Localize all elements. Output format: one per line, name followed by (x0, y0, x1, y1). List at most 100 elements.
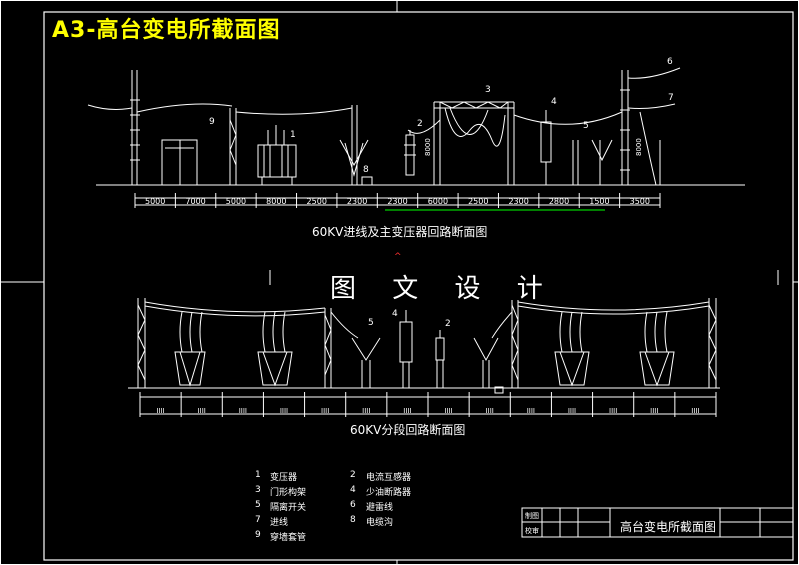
legend-label: 门形构架 (270, 488, 307, 498)
s2-disconnector-group-3 (554, 311, 590, 387)
legend-label: 少油断路器 (366, 488, 412, 498)
section2-elevation (128, 298, 720, 417)
s2-callout-4: 4 (392, 309, 398, 319)
s1-tower-left (130, 70, 140, 185)
s2-tower-mid-left (324, 308, 332, 388)
legend-label: 进线 (270, 518, 289, 528)
s1-dim-label: 2300 (508, 197, 528, 206)
s2-tower-left (137, 298, 146, 388)
s1-transformer (257, 125, 297, 186)
s1-cable-trench (361, 176, 373, 186)
s1-dim-label: 3500 (630, 197, 650, 206)
s1-callout-9: 9 (209, 117, 215, 127)
inner-frame (43, 11, 794, 561)
s2-tower-right (708, 298, 717, 388)
s2-dim-label: IIII (650, 407, 658, 415)
section1-caption: 60KV进线及主变压器回路断面图 (312, 225, 488, 239)
title-block-row2: 校审 (525, 527, 539, 535)
s2-disconnector-6 (473, 311, 513, 388)
s1-dim-label: 5000 (226, 197, 246, 206)
s1-dim-label: 2800 (549, 197, 569, 206)
s1-oil-breaker (540, 110, 552, 185)
s2-dim-label: IIII (609, 407, 617, 415)
legend-number: 4 (350, 485, 356, 495)
s1-dim-label: 2300 (347, 197, 367, 206)
drawing-title: A3-高台变电所截面图 (52, 18, 281, 43)
s1-callout-3: 3 (485, 85, 491, 95)
s2-dim-label: IIII (239, 407, 247, 415)
legend-label: 变压器 (270, 473, 298, 483)
s2-current-transformer (435, 330, 445, 388)
s2-callout-5: 5 (368, 318, 374, 328)
s1-bus-line-3 (513, 111, 623, 125)
s1-transformer-frame (229, 108, 237, 185)
legend-label: 避雷线 (366, 503, 394, 513)
s2-disconnector-group-1 (174, 311, 206, 387)
s1-bus-line-2 (235, 107, 353, 115)
s2-dim-label: IIII (362, 407, 370, 415)
s1-callout-1: 1 (290, 130, 296, 140)
legend-number: 1 (255, 470, 261, 480)
legend-label: 穿墙套管 (270, 533, 307, 543)
center-mark-symbol: ^ (394, 252, 402, 262)
s1-tower-right (620, 70, 630, 185)
s2-dim-label: IIII (486, 407, 494, 415)
s2-dim-label: IIII (198, 407, 206, 415)
section1-elevation (87, 67, 745, 211)
s2-oil-breaker (399, 310, 413, 388)
s1-callout-6: 6 (667, 57, 673, 67)
s1-gantry-frame (433, 101, 515, 185)
s1-callout-7: 7 (668, 93, 674, 103)
s1-dim-label: 2300 (387, 197, 407, 206)
legend-number: 6 (350, 500, 356, 510)
title-block (521, 507, 794, 538)
s1-callout-4: 4 (551, 97, 557, 107)
s1-callouts: 1 9 8 3 2 4 5 6 7 (209, 57, 674, 175)
s2-disconnector-group-4 (639, 311, 675, 387)
s2-dim-label: IIII (321, 407, 329, 415)
s1-dim-label: 5000 (145, 197, 165, 206)
s2-dim-label: IIII (280, 407, 288, 415)
s2-dim-label: IIII (156, 407, 164, 415)
legend-number: 8 (350, 515, 356, 525)
s1-callout-8: 8 (363, 165, 369, 175)
s1-incoming-line (87, 104, 133, 110)
s2-bus-right (517, 301, 710, 311)
s1-dim-label: 1500 (589, 197, 609, 206)
s1-drop-right (639, 111, 657, 186)
s1-bus-line-1 (136, 103, 233, 113)
s1-drop-line (407, 119, 441, 134)
s2-dim-label: IIII (403, 407, 411, 415)
s2-cable-trench (494, 386, 504, 394)
s2-tower-mid-right (511, 300, 519, 388)
s2-dim-label: IIII (527, 407, 535, 415)
s1-dim-label: 7000 (185, 197, 205, 206)
s1-dim-label: 2500 (307, 197, 327, 206)
s2-dim-label: IIII (444, 407, 452, 415)
s1-dim-label: 2500 (468, 197, 488, 206)
s2-disconnector-5 (330, 311, 381, 388)
s1-current-transformer (404, 130, 416, 176)
s2-callouts: 5 4 2 (368, 309, 451, 329)
legend-number: 7 (255, 515, 261, 525)
s1-shield-wire (627, 67, 681, 79)
s2-bus-left (144, 301, 326, 313)
legend-number: 9 (255, 530, 261, 540)
legend-label: 电流互感器 (366, 473, 412, 483)
legend-number: 5 (255, 500, 261, 510)
title-block-drawing-title: 高台变电所截面图 (620, 520, 717, 534)
s1-dim-label: 6000 (428, 197, 448, 206)
legend-label: 电缆沟 (366, 518, 394, 528)
s1-callout-5: 5 (583, 121, 589, 131)
section2-caption: 60KV分段回路断面图 (350, 423, 466, 437)
s1-insulators (572, 139, 613, 185)
s1-disconnector-1 (339, 105, 369, 185)
watermark-text: 图 文 设 计 (330, 274, 557, 304)
s2-dimension-labels: IIII IIII IIII IIII IIII IIII IIII IIII IIII IIII… (156, 407, 699, 415)
s2-dim-label: IIII (691, 407, 699, 415)
legend-number: 3 (255, 485, 261, 495)
s1-incoming-right (627, 103, 676, 109)
s2-disconnector-group-2 (257, 311, 293, 387)
